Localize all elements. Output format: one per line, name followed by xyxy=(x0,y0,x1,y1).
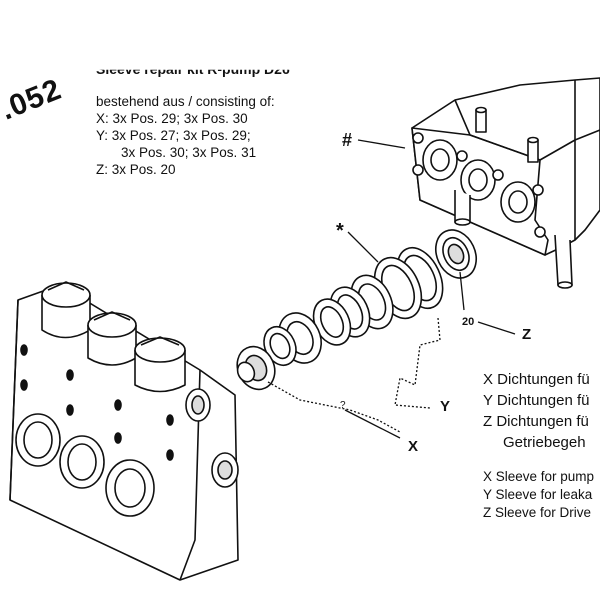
legend-de-z: Z Dichtungen fü xyxy=(483,413,589,430)
kit-x-line: X: 3x Pos. 29; 3x Pos. 30 xyxy=(96,111,248,126)
callout-x: X xyxy=(408,438,419,455)
callout-pos-20: 20 xyxy=(462,316,475,328)
kit-title-cut: Sleeve repair kit R-pump D26 xyxy=(96,61,290,77)
legend-de-x: X Dichtungen fü xyxy=(483,371,590,388)
kit-y-line-2: 3x Pos. 30; 3x Pos. 31 xyxy=(121,145,257,160)
callout-y: Y xyxy=(440,398,451,415)
legend-de-z2: Getriebegeh xyxy=(503,434,586,451)
leader-lines xyxy=(267,139,516,439)
y-sleeve-group-drawing xyxy=(312,246,444,346)
callout-q: ? xyxy=(340,400,346,411)
callout-star: * xyxy=(336,220,344,242)
kit-z-line: Z: 3x Pos. 20 xyxy=(96,162,176,177)
legend-en-x: X Sleeve for pump xyxy=(483,469,595,484)
pump-housing-drawing xyxy=(411,77,600,289)
kit-y-line-1: Y: 3x Pos. 27; 3x Pos. 29; xyxy=(96,128,251,143)
z-seal-drawing xyxy=(434,229,478,279)
x-sleeve-group-drawing xyxy=(236,312,322,391)
legend-en-z: Z Sleeve for Drive xyxy=(483,505,592,520)
valve-block-drawing xyxy=(9,281,239,581)
kit-intro: bestehend aus / consisting of: xyxy=(96,94,275,109)
callout-z: Z xyxy=(522,326,532,343)
callout-hash: # xyxy=(342,130,353,150)
legend-en-y: Y Sleeve for leaka xyxy=(483,487,593,502)
legend-de-y: Y Dichtungen fü xyxy=(483,392,590,409)
